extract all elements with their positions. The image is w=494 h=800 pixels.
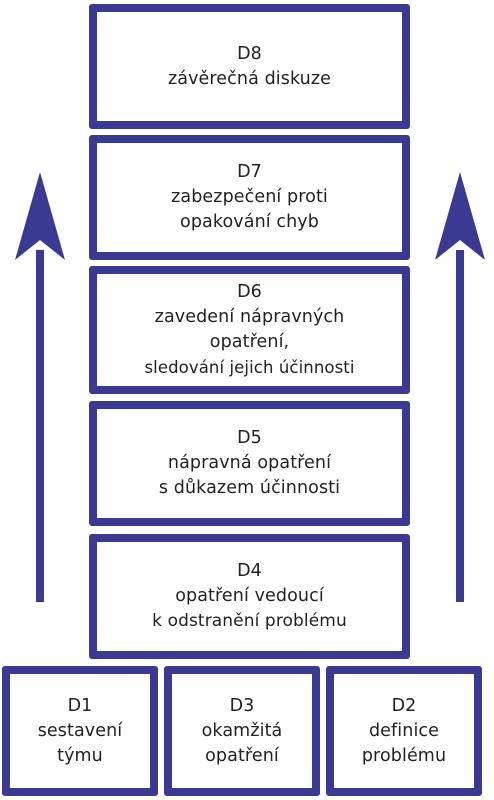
step-d4-text-2: k odstranění problému xyxy=(152,611,347,631)
step-d2-text-1: definice xyxy=(368,720,440,741)
step-d2-box: D2 definice problému xyxy=(326,666,482,796)
left-arrow-up-icon xyxy=(15,172,65,602)
step-d8-text-1: závěrečná diskuze xyxy=(167,68,332,89)
step-d4-box: D4 opatření vedoucí k odstranění problém… xyxy=(89,534,410,659)
step-d2-code: D2 xyxy=(391,695,417,716)
step-d8-box: D8 závěrečná diskuze xyxy=(89,4,410,129)
step-d4-text-1: opatření vedoucí xyxy=(175,586,324,606)
step-d6-text-1: zavedení nápravných xyxy=(154,307,345,327)
step-d3-text-2: opatření xyxy=(205,745,279,766)
step-d7-text-2: opakování chyb xyxy=(180,212,319,232)
step-d6-box: D6 zavedení nápravných opatření, sledová… xyxy=(89,266,410,394)
step-d7-code: D7 xyxy=(237,162,262,182)
step-d1-code: D1 xyxy=(67,695,93,716)
step-d3-text-1: okamžitá xyxy=(201,720,283,741)
step-d1-text-2: týmu xyxy=(57,745,103,766)
step-d5-text-1: nápravná opatření xyxy=(167,453,332,473)
step-d3-code: D3 xyxy=(229,695,255,716)
step-d5-text-2: s důkazem účinnosti xyxy=(158,478,341,498)
step-d6-text-2: opatření, xyxy=(209,332,290,352)
step-d5-code: D5 xyxy=(237,428,262,448)
step-d5-box: D5 nápravná opatření s důkazem účinnosti xyxy=(89,401,410,526)
step-d1-text-1: sestavení xyxy=(37,720,123,741)
right-arrow-up-icon xyxy=(435,172,485,602)
step-d1-box: D1 sestavení týmu xyxy=(2,666,158,796)
step-d3-box: D3 okamžitá opatření xyxy=(164,666,320,796)
step-d4-code: D4 xyxy=(237,561,262,581)
step-d8-code: D8 xyxy=(237,43,262,64)
step-d6-text-3: sledování jejich účinnosti xyxy=(144,358,355,377)
step-d6-code: D6 xyxy=(237,282,262,302)
step-d7-box: D7 zabezpečení proti opakování chyb xyxy=(89,135,410,260)
step-d2-text-2: problému xyxy=(361,745,447,766)
step-d7-text-1: zabezpečení proti xyxy=(171,187,328,207)
